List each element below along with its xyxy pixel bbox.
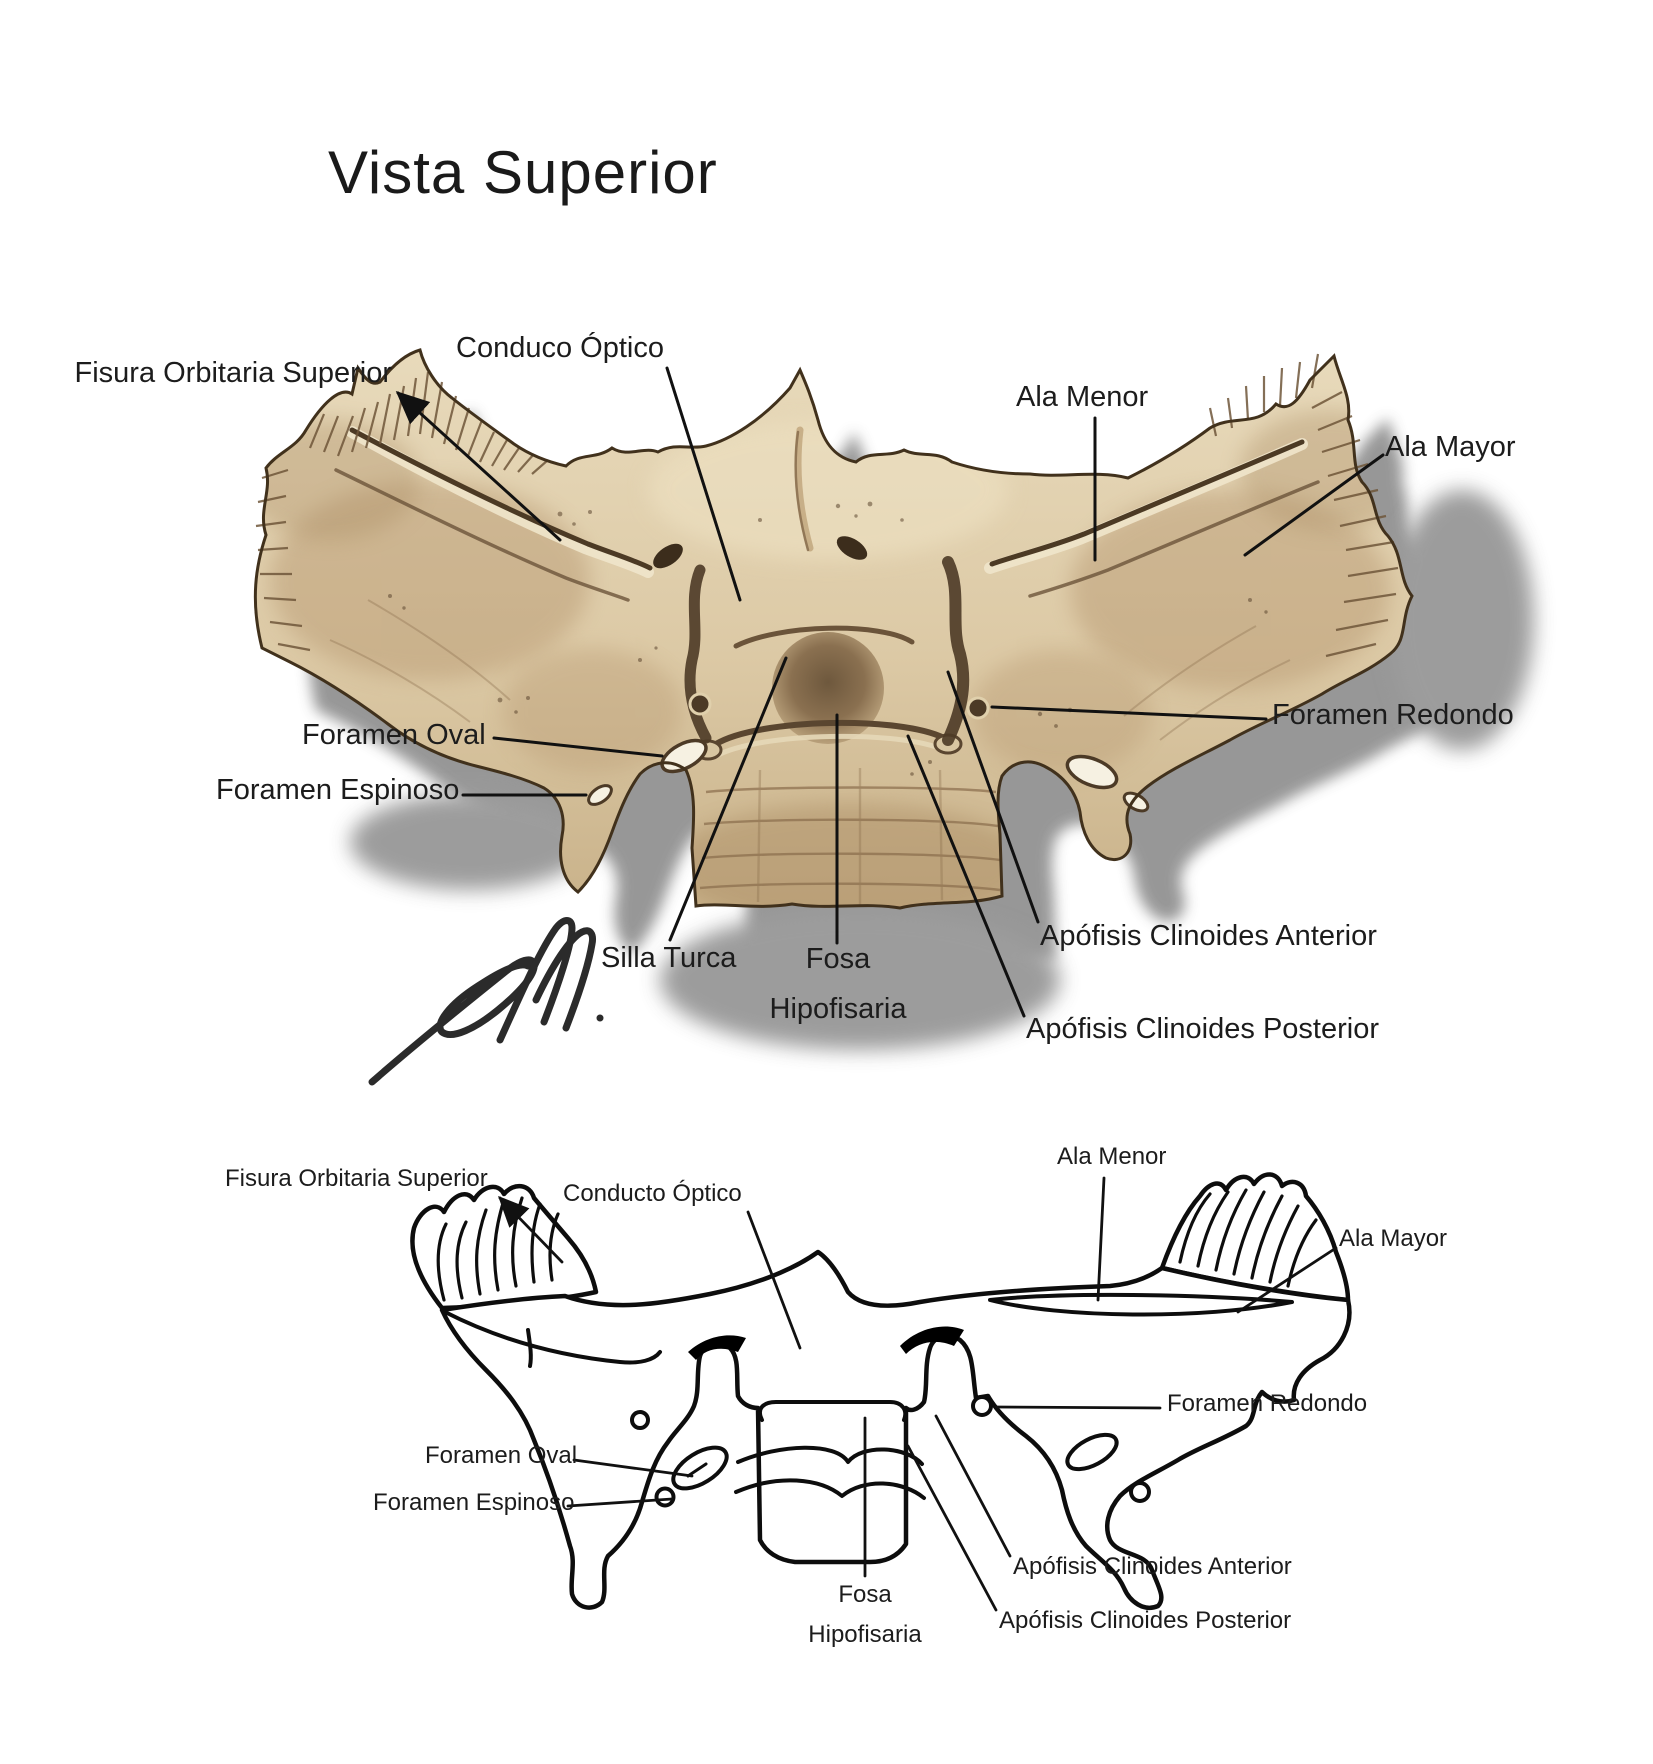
label-silla-turca-top: Silla Turca [601,942,737,974]
left-optic-flag [688,1335,746,1360]
label-ala-mayor-bottom: Ala Mayor [1339,1225,1448,1252]
sella-turcica-region [653,536,970,761]
label-foramen-espinoso-bottom: Foramen Espinoso [373,1489,575,1516]
leader-ala-menor-bottom [1096,1176,1106,1302]
leader-apofisis-posterior-bottom [906,1444,998,1612]
label-foramen-espinoso-top: Foramen Espinoso [216,774,460,806]
label-conducto-optico-top: Conduco Óptico [456,332,664,364]
bottom-line-drawing [410,1172,1352,1610]
foramen-redondo-shape [966,696,990,720]
label-apofisis-clinoides-posterior-top: Apófisis Clinoides Posterior [1026,1013,1379,1045]
leader-fisura-orbitaria-bottom [498,1195,564,1264]
leader-silla-turca-top [668,656,788,942]
top-leader-lines [395,366,1385,1018]
right-wing-hatching [1178,1188,1318,1288]
leader-conducto-optico-top [665,366,742,602]
label-fisura-orbitaria-superior-bottom: Fisura Orbitaria Superior [225,1165,488,1192]
cast-shadow [309,412,1534,1050]
lesser-wing-ridges [334,426,1320,602]
leader-apofisis-posterior-top [906,734,1026,1018]
bottom-inner-details [443,1292,1294,1500]
surface-streaks [329,599,1291,741]
label-fosa-hipofisaria-top: Fosa Hipofisaria [758,943,918,1026]
fosa-line2-top: Hipofisaria [769,992,907,1025]
fosa-hipofisaria-shape [772,632,884,744]
conducto-optico-derecho [836,536,868,560]
leader-ala-mayor-bottom [1236,1246,1338,1314]
wing-striations [255,353,1399,658]
label-foramen-redondo-top: Foramen Redondo [1272,699,1514,731]
leader-conducto-optico-bottom [746,1210,802,1350]
conducto-optico-izquierdo [653,543,683,569]
foramen-espinoso-outline [654,1486,676,1508]
label-foramen-redondo-bottom: Foramen Redondo [1167,1390,1368,1417]
foramina [587,692,1150,813]
label-foramen-oval-bottom: Foramen Oval [425,1442,578,1469]
right-optic-flag [900,1326,964,1354]
label-ala-mayor-top: Ala Mayor [1385,431,1516,463]
foramen-espinoso-shape [587,784,613,806]
fosa-line1-bottom: Fosa [838,1581,892,1608]
leader-foramen-redondo-top [990,705,1268,721]
leader-foramen-oval-top [492,736,664,758]
fosa-line2-bottom: Hipofisaria [808,1621,922,1649]
label-ala-menor-bottom: Ala Menor [1057,1143,1167,1170]
leader-apofisis-anterior-top [946,670,1040,924]
leader-apofisis-anterior-bottom [934,1414,1012,1558]
label-foramen-oval-top: Foramen Oval [302,719,486,751]
label-fosa-hipofisaria-bottom: Fosa Hipofisaria [795,1581,935,1649]
leader-ala-mayor-top [1243,453,1385,557]
fosa-line1-top: Fosa [805,943,871,975]
artist-signature [368,917,604,1086]
leader-fisura-orbitaria-top [395,390,562,542]
top-illustration [253,348,1534,1050]
label-fisura-orbitaria-superior-top: Fisura Orbitaria Superior [74,357,393,389]
page-title: Vista Superior [328,139,718,206]
label-conducto-optico-bottom: Conducto Óptico [563,1180,742,1207]
label-apofisis-clinoides-anterior-top: Apófisis Clinoides Anterior [1040,920,1377,952]
bottom-foramina [630,1395,1151,1508]
leader-foramen-redondo-bottom [994,1405,1162,1410]
bottom-leader-lines [498,1176,1338,1612]
label-ala-menor-top: Ala Menor [1016,381,1149,413]
label-apofisis-clinoides-posterior-bottom: Apófisis Clinoides Posterior [999,1607,1292,1634]
leader-foramen-oval-bottom [572,1458,694,1478]
leader-foramen-espinoso-bottom [566,1497,674,1508]
label-apofisis-clinoides-anterior-bottom: Apófisis Clinoides Anterior [1013,1553,1292,1580]
